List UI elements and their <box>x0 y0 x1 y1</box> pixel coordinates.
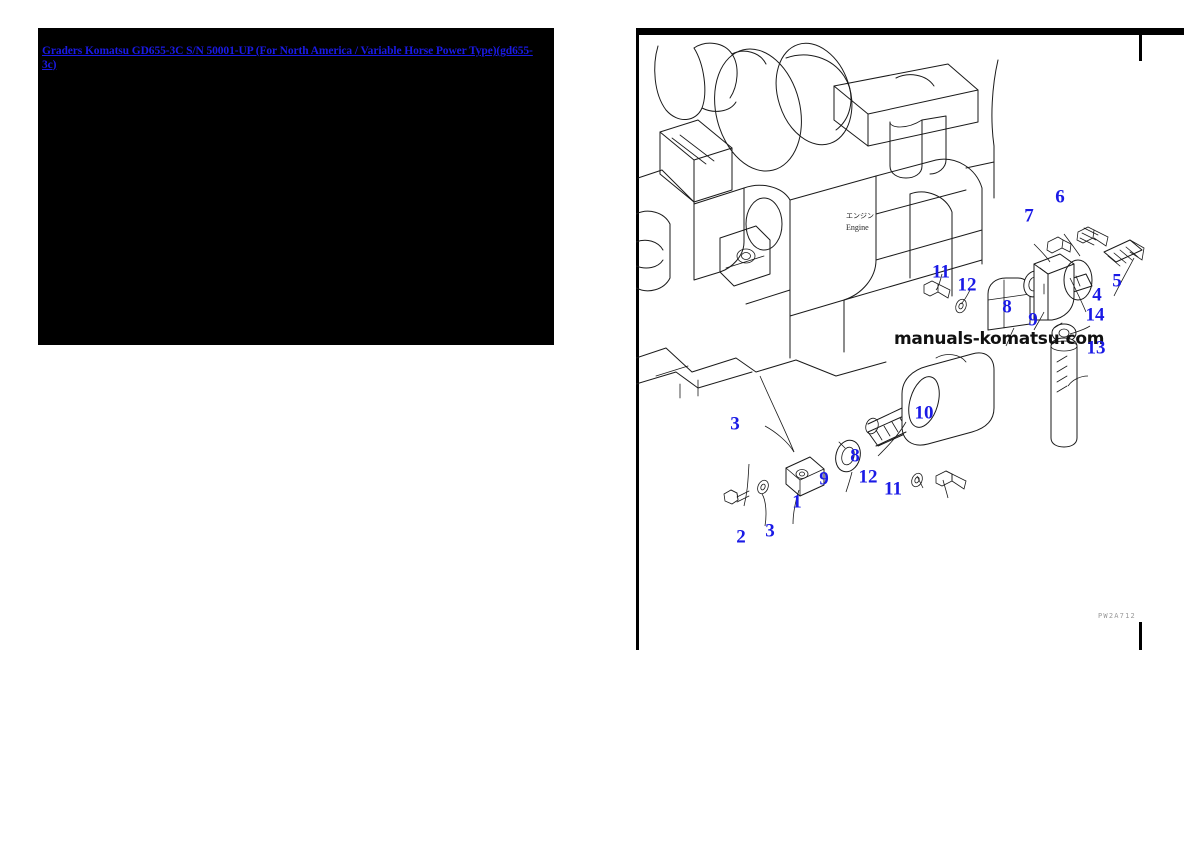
frame-border-right-lower <box>1139 622 1142 650</box>
callout-13: 13 <box>1086 337 1106 359</box>
callout-9b: 9 <box>1028 309 1038 331</box>
callout-3a: 3 <box>765 520 775 542</box>
callout-8b: 8 <box>1002 296 1012 318</box>
callout-5: 5 <box>1112 270 1122 292</box>
engine-block-drawing: エンジン Engine <box>636 42 999 399</box>
lower-left-assembly <box>723 352 995 527</box>
callout-9a: 9 <box>819 468 829 490</box>
callout-14: 14 <box>1085 304 1105 326</box>
callout-4: 4 <box>1092 284 1102 306</box>
figure-code: PW2A712 <box>1098 612 1136 620</box>
diagram-canvas: エンジン Engine <box>636 28 1184 650</box>
engine-label-en: Engine <box>846 223 869 232</box>
upper-right-assembly <box>923 226 1145 448</box>
callout-8a: 8 <box>850 445 860 467</box>
catalog-title-link[interactable]: Graders Komatsu GD655-3C S/N 50001-UP (F… <box>42 45 533 71</box>
frame-border-right-upper <box>1139 28 1142 61</box>
callout-6: 6 <box>1055 186 1065 208</box>
engine-label-jp: エンジン <box>846 212 874 220</box>
callout-12a: 12 <box>858 466 878 488</box>
callout-2: 2 <box>736 526 746 548</box>
image-placeholder-panel: Graders Komatsu GD655-3C S/N 50001-UP (F… <box>38 28 554 345</box>
parts-diagram-frame: エンジン Engine <box>636 28 1184 650</box>
callout-10: 10 <box>914 402 934 424</box>
callout-11a: 11 <box>884 478 902 500</box>
site-watermark: manuals-komatsu.com <box>894 329 1105 349</box>
exploded-parts-svg: エンジン Engine <box>636 42 1145 620</box>
callout-1: 1 <box>792 491 802 513</box>
callout-7: 7 <box>1024 205 1034 227</box>
frame-border-top <box>636 28 1184 35</box>
callout-11b: 11 <box>932 261 950 283</box>
frame-border-left <box>636 28 639 650</box>
callout-3b: 3 <box>730 413 740 435</box>
callout-12b: 12 <box>957 274 977 296</box>
